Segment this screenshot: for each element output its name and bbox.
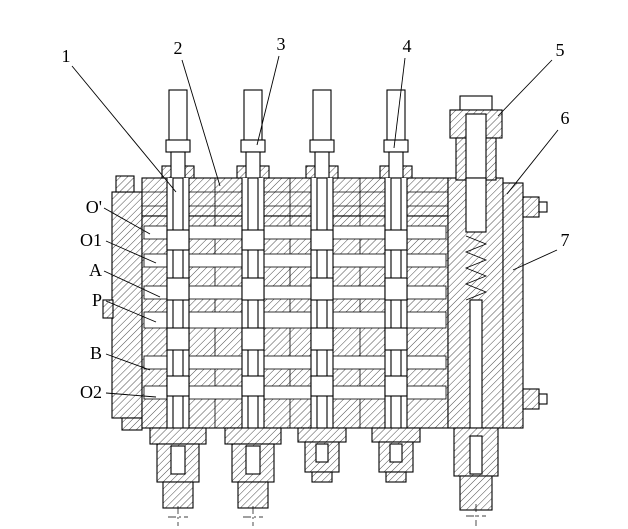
- port-labels: O' O1 A P B O2: [80, 197, 161, 402]
- port-p-label: P: [92, 290, 102, 310]
- port-o-prime-label: O': [86, 197, 102, 217]
- gallery-o2: [143, 385, 447, 400]
- callout-5: 5: [497, 40, 565, 117]
- callout-6-label: 6: [561, 108, 570, 128]
- leader-line-2: [181, 59, 221, 187]
- gallery-p: [143, 311, 447, 329]
- spool-4: [383, 89, 409, 431]
- gallery-o-prime: [143, 225, 447, 240]
- leader-line-3: [256, 55, 280, 146]
- callout-1-label: 1: [62, 46, 71, 66]
- spool-2: [240, 89, 266, 431]
- bottom-cap-3: [297, 427, 347, 483]
- port-o1-label: O1: [80, 230, 102, 250]
- left-end-plate: [111, 191, 143, 419]
- callout-5-label: 5: [556, 40, 565, 60]
- leader-line-4: [393, 57, 406, 149]
- left-top-bolt: [115, 175, 135, 193]
- gallery-a: [143, 285, 447, 300]
- leader-line-1: [71, 65, 177, 193]
- spool-3: [309, 89, 335, 431]
- relief-valve-rod-lower: [469, 435, 483, 475]
- gallery-o1: [143, 253, 447, 268]
- port-o2: O2: [80, 382, 157, 402]
- port-b: B: [90, 343, 151, 371]
- callout-7-label: 7: [561, 230, 570, 250]
- callout-7: 7: [512, 230, 570, 271]
- leader-line-6: [506, 129, 559, 195]
- bottom-cap-4: [371, 427, 421, 483]
- relief-valve-cap-button: [459, 95, 493, 111]
- leader-line-o1: [105, 240, 157, 264]
- callout-1: 1: [62, 46, 177, 193]
- relief-valve-assembly: [449, 95, 503, 511]
- port-o-prime: O': [86, 197, 151, 235]
- gland-bosses: [161, 165, 413, 179]
- left-side-tab: [102, 299, 114, 319]
- callout-3: 3: [256, 34, 286, 146]
- leader-line-5: [497, 59, 553, 117]
- centerline-marks: [168, 504, 486, 526]
- callouts: 1 2 3 4 5 6 7: [62, 34, 570, 271]
- relief-valve-plunger: [465, 177, 487, 233]
- flange-bolt-upper: [522, 196, 548, 218]
- callout-3-label: 3: [277, 34, 286, 54]
- spool-1: [165, 89, 191, 431]
- leader-line-p: [105, 300, 157, 323]
- leader-line-7: [512, 249, 558, 271]
- gallery-b: [143, 355, 447, 370]
- left-bottom-step: [121, 417, 143, 431]
- flange-bolt-lower: [522, 388, 548, 410]
- flow-galleries: [143, 225, 447, 400]
- leader-line-b: [105, 353, 151, 371]
- bottom-cap-2: [224, 427, 282, 509]
- relief-valve-spring: [464, 235, 488, 301]
- callout-4-label: 4: [403, 36, 412, 56]
- leader-line-o-prime: [103, 207, 151, 235]
- callout-4: 4: [393, 36, 412, 149]
- right-flange-plate: [502, 182, 524, 429]
- callout-6: 6: [506, 108, 570, 195]
- relief-valve-rod: [469, 299, 483, 429]
- bottom-cap-1: [149, 427, 207, 509]
- port-o1: O1: [80, 230, 157, 264]
- port-o2-label: O2: [80, 382, 102, 402]
- port-b-label: B: [90, 343, 102, 363]
- callout-2: 2: [174, 38, 221, 187]
- callout-2-label: 2: [174, 38, 183, 58]
- port-a-label: A: [89, 260, 102, 280]
- port-p: P: [92, 290, 157, 323]
- leader-line-a: [103, 270, 161, 298]
- leader-line-o2: [105, 392, 157, 398]
- relief-valve-plug: [465, 113, 487, 179]
- port-a: A: [89, 260, 161, 298]
